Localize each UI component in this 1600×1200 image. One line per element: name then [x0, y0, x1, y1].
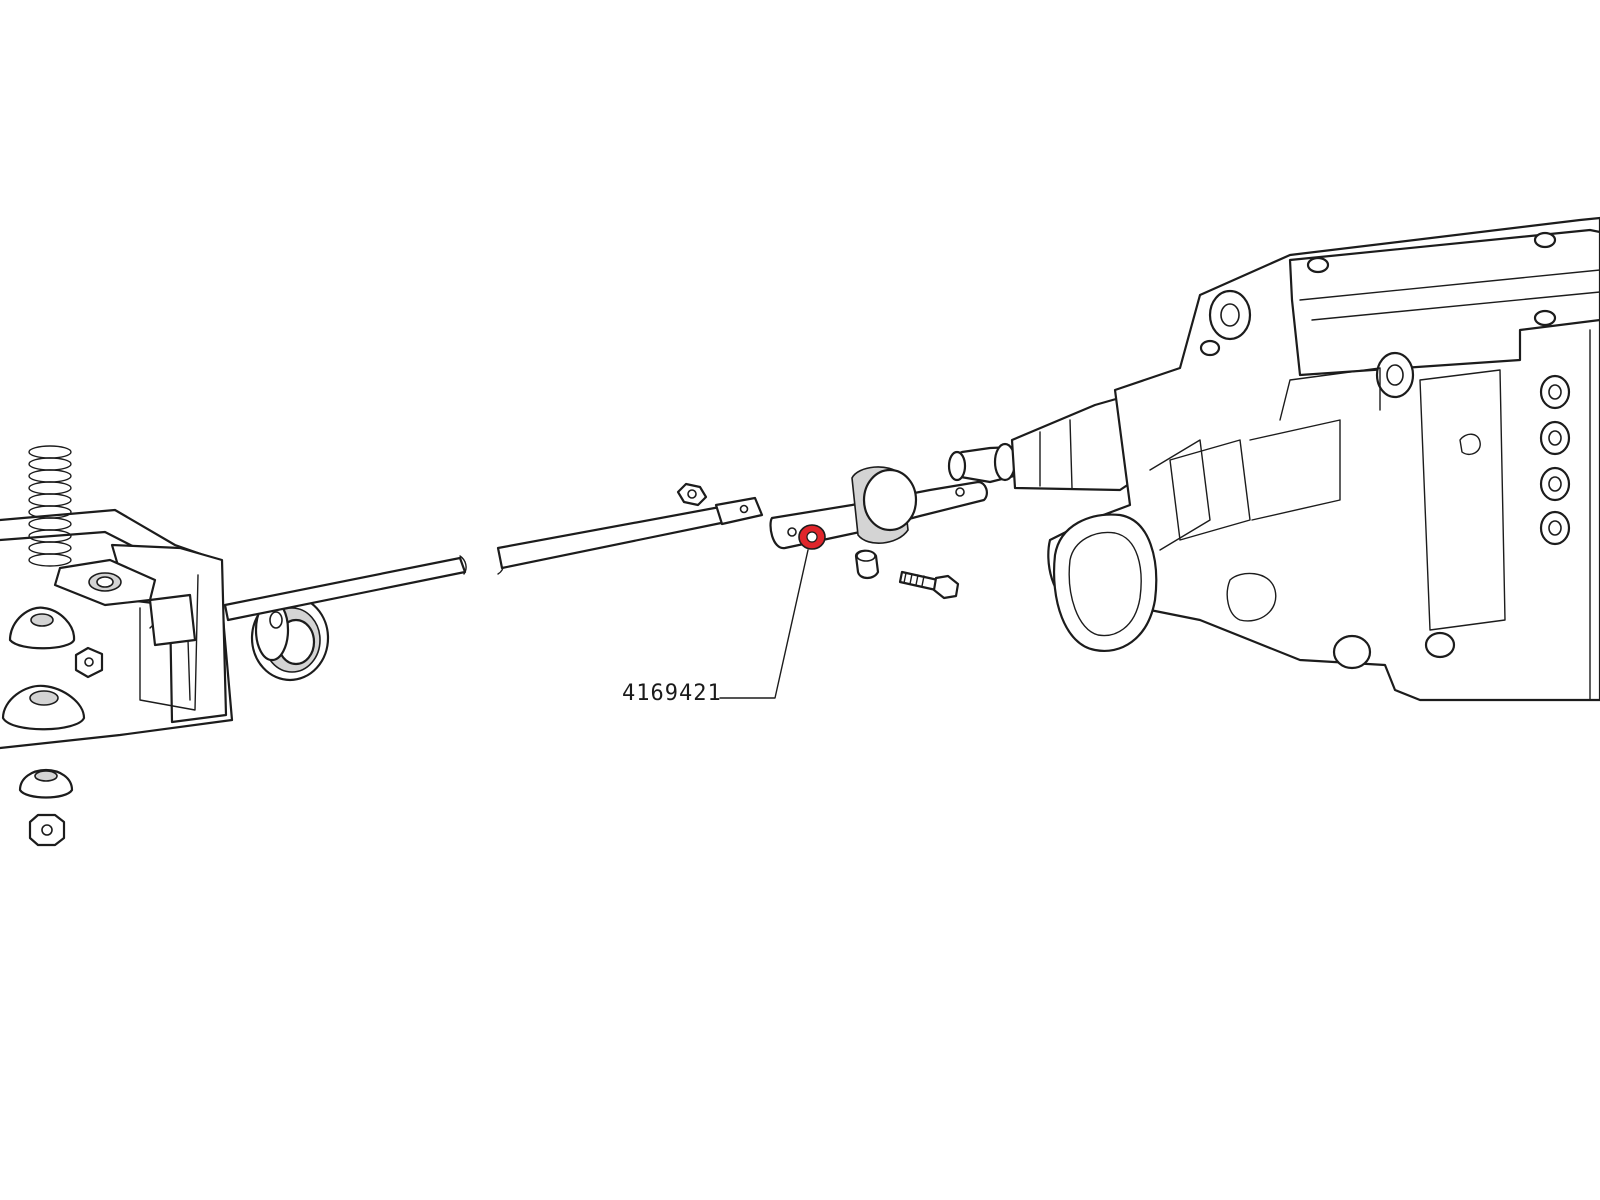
- bolt-icon: [898, 570, 960, 600]
- coil-spring-icon: [28, 445, 72, 567]
- rod-icon: [223, 482, 764, 622]
- sleeve-icon: [854, 549, 880, 580]
- highlighted-washer: [798, 524, 826, 550]
- pedal-bracket-assembly: [0, 508, 234, 847]
- gearbox-icon: [947, 216, 1600, 702]
- part-number-label: 4169421: [622, 681, 722, 706]
- part-number-callout: 4169421: [622, 549, 809, 706]
- lever-icon: [769, 466, 988, 550]
